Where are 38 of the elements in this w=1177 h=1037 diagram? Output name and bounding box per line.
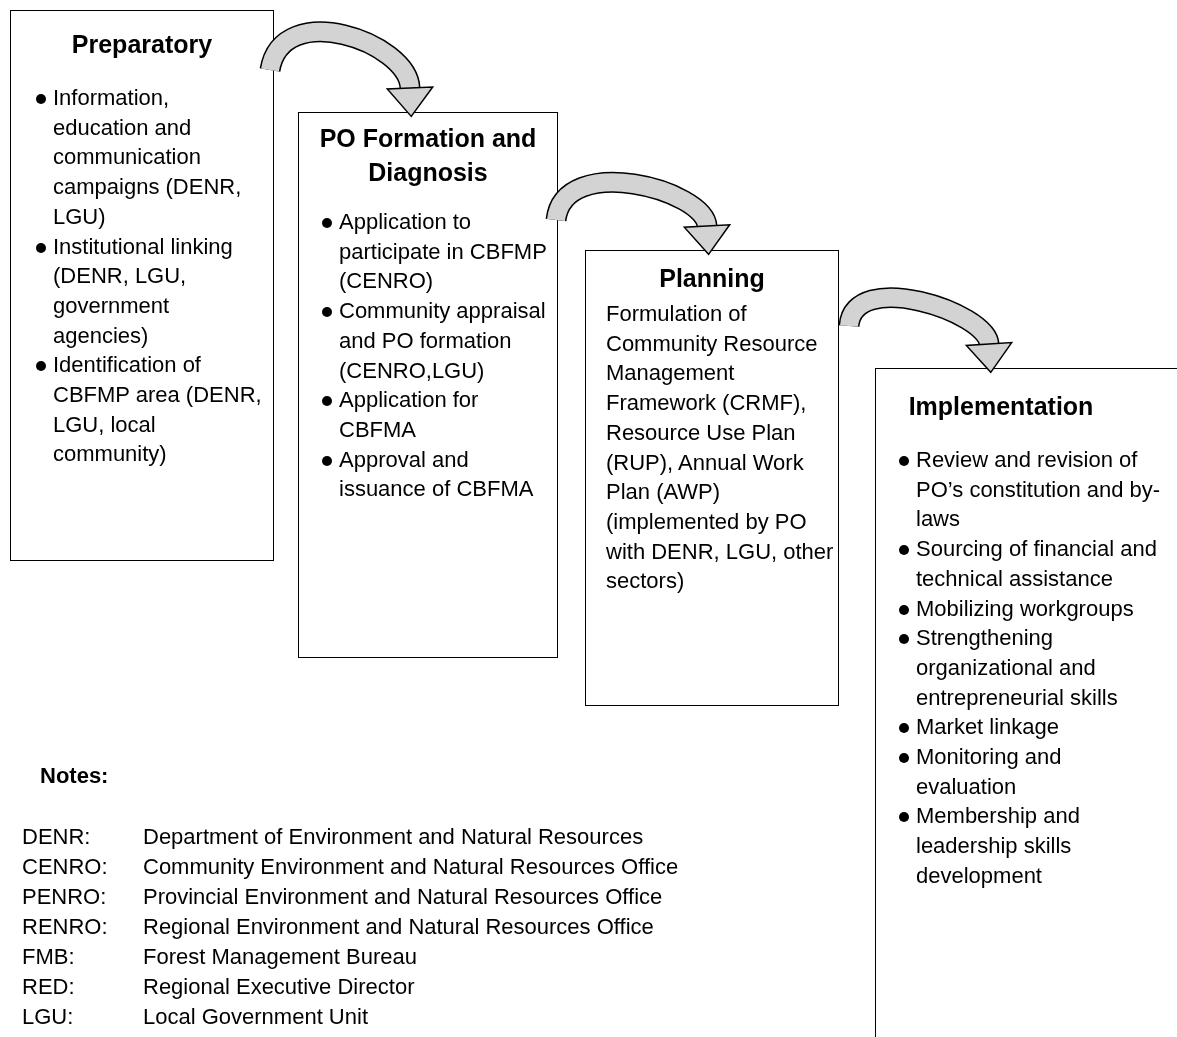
list-item: Identification of CBFMP area (DENR, LGU, local community) xyxy=(53,352,262,467)
list-item: Membership and leadership skills development xyxy=(916,803,1080,888)
definition: Provincial Environment and Natural Resources Office xyxy=(143,883,663,911)
list-item: Market linkage xyxy=(916,714,1060,740)
box-heading: Planning xyxy=(658,263,766,294)
definition: Regional Environment and Natural Resources Office xyxy=(143,913,654,941)
abbreviation: RENRO: xyxy=(22,913,108,941)
process-box xyxy=(585,250,839,706)
process-box xyxy=(10,10,274,561)
list-item: Monitoring and evaluation xyxy=(916,744,1062,799)
list-item: Institutional linking (DENR, LGU, government agencies) xyxy=(53,233,233,348)
box-heading: PO Formation and Diagnosis xyxy=(318,123,538,188)
list-item: Information, education and communication campaigns (DENR, LGU) xyxy=(53,85,242,229)
notes-heading: Notes: xyxy=(40,762,109,790)
list-item: Mobilizing workgroups xyxy=(916,595,1134,621)
list-item: Review and revision of PO’s constitution and by-laws xyxy=(916,447,1161,532)
box-heading: Preparatory xyxy=(70,29,214,60)
list-item: Approval and issuance of CBFMA xyxy=(339,446,534,502)
definition: Department of Environment and Natural Resources xyxy=(143,823,644,851)
list-item: Sourcing of financial and technical assistance xyxy=(916,536,1157,591)
definition: Forest Management Bureau xyxy=(143,943,417,971)
definition: Regional Executive Director xyxy=(143,973,415,1001)
abbreviation: LGU: xyxy=(22,1003,74,1031)
list-item: Application to participate in CBFMP (CENRO) xyxy=(339,209,547,294)
body-text: Formulation of Community Resource Management Framework (CRMF), Resource Use Plan (RUP), Annual Work Plan (AWP) (implemented by PO with DENR, LGU, other sectors) xyxy=(606,301,834,594)
list-item: Application for CBFMA xyxy=(339,387,479,442)
process-box xyxy=(875,368,1177,1037)
definition: Community Environment and Natural Resources Office xyxy=(143,853,679,881)
abbreviation: DENR: xyxy=(22,823,91,851)
abbreviation: PENRO: xyxy=(22,883,107,911)
box-heading: Implementation xyxy=(907,391,1095,422)
process-box xyxy=(298,112,558,658)
abbreviation: FMB: xyxy=(22,943,75,971)
definition: Local Government Unit xyxy=(143,1003,368,1031)
abbreviation: RED: xyxy=(22,973,75,1001)
list-item: Community appraisal and PO formation (CENRO,LGU) xyxy=(339,298,546,383)
list-item: Strengthening organizational and entrepreneurial skills xyxy=(916,625,1118,710)
abbreviation: CENRO: xyxy=(22,853,108,881)
